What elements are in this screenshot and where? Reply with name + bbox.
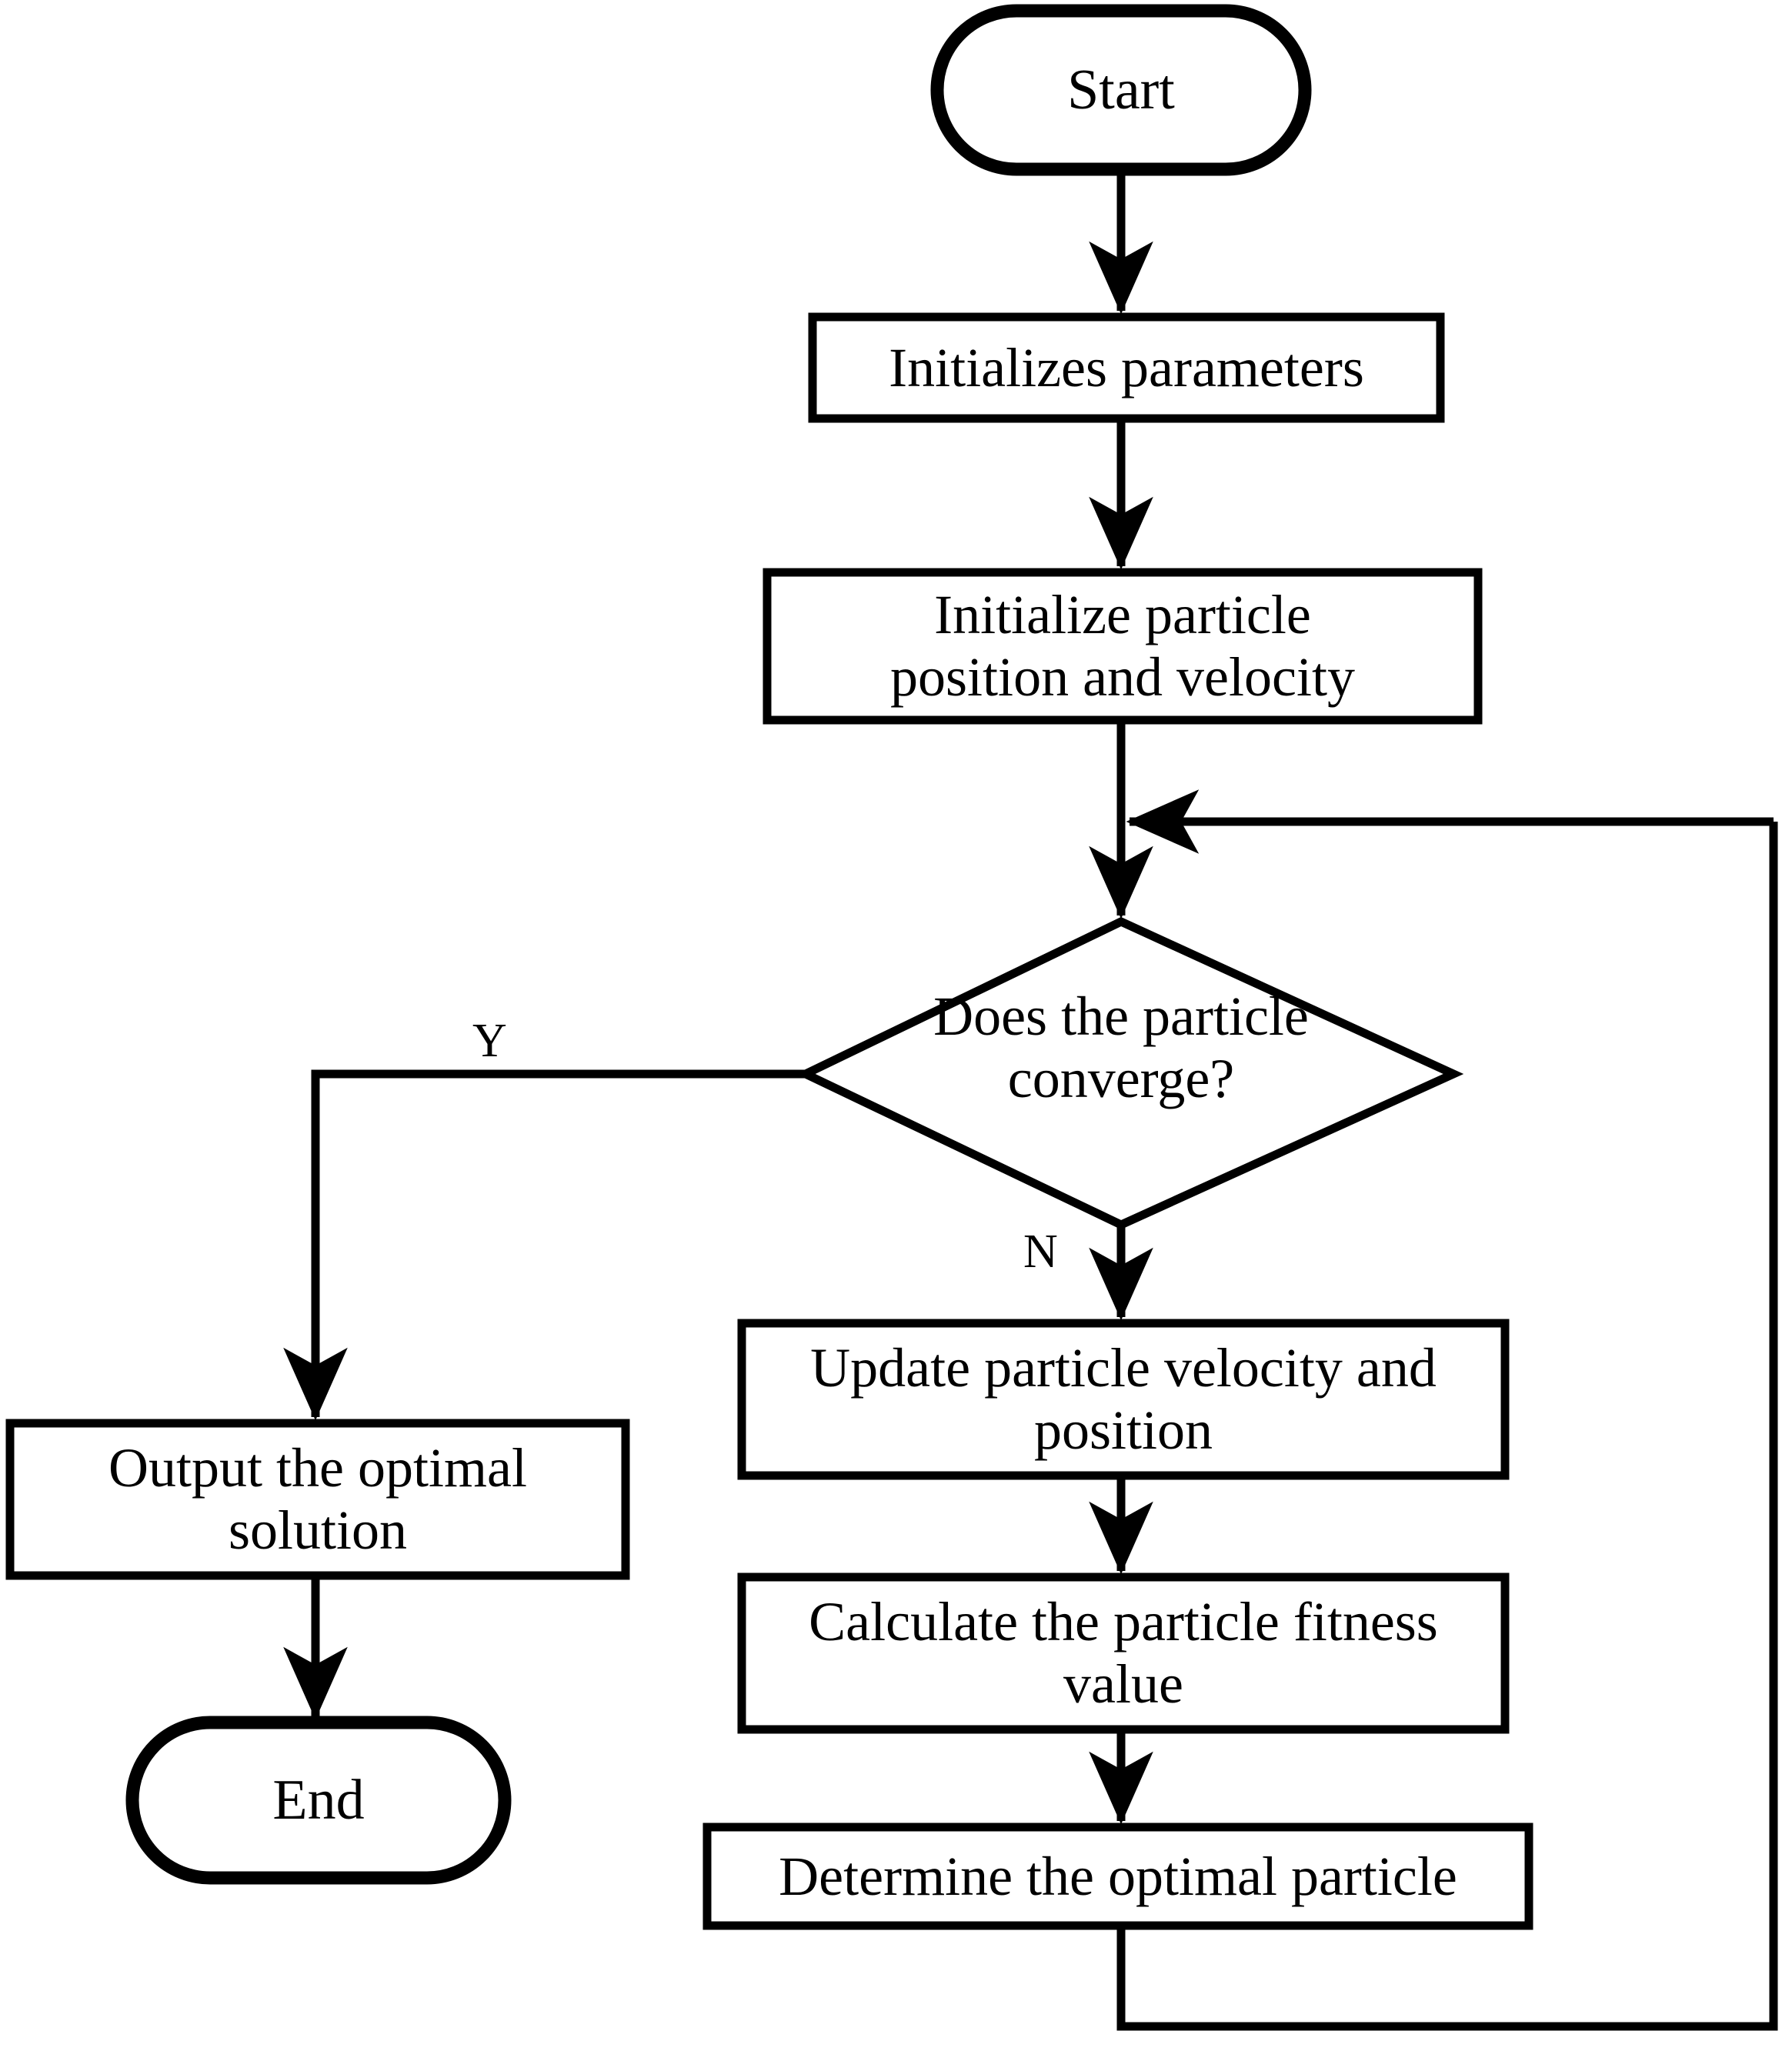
node-shape-calculate-fitness: [737, 1572, 1510, 1734]
node-shape-output-solution: [5, 1419, 630, 1580]
node-shape-end: [125, 1716, 512, 1885]
node-shape-init-parameters: [808, 312, 1445, 423]
node-shape-init-position-velocity: [763, 568, 1483, 725]
node-shape-determine-optimal: [702, 1823, 1533, 1930]
edge-label-yes: Y: [472, 1015, 507, 1067]
node-shape-start: [930, 4, 1312, 176]
edge-decision-yes-to-output: [283, 1069, 806, 1421]
edge-determine-to-feedback-loop: [1116, 822, 1778, 2031]
node-shape-update-velocity-position: [737, 1319, 1510, 1480]
edge-label-no: N: [1023, 1226, 1058, 1278]
node-shape-converge-decision: [796, 916, 1464, 1230]
